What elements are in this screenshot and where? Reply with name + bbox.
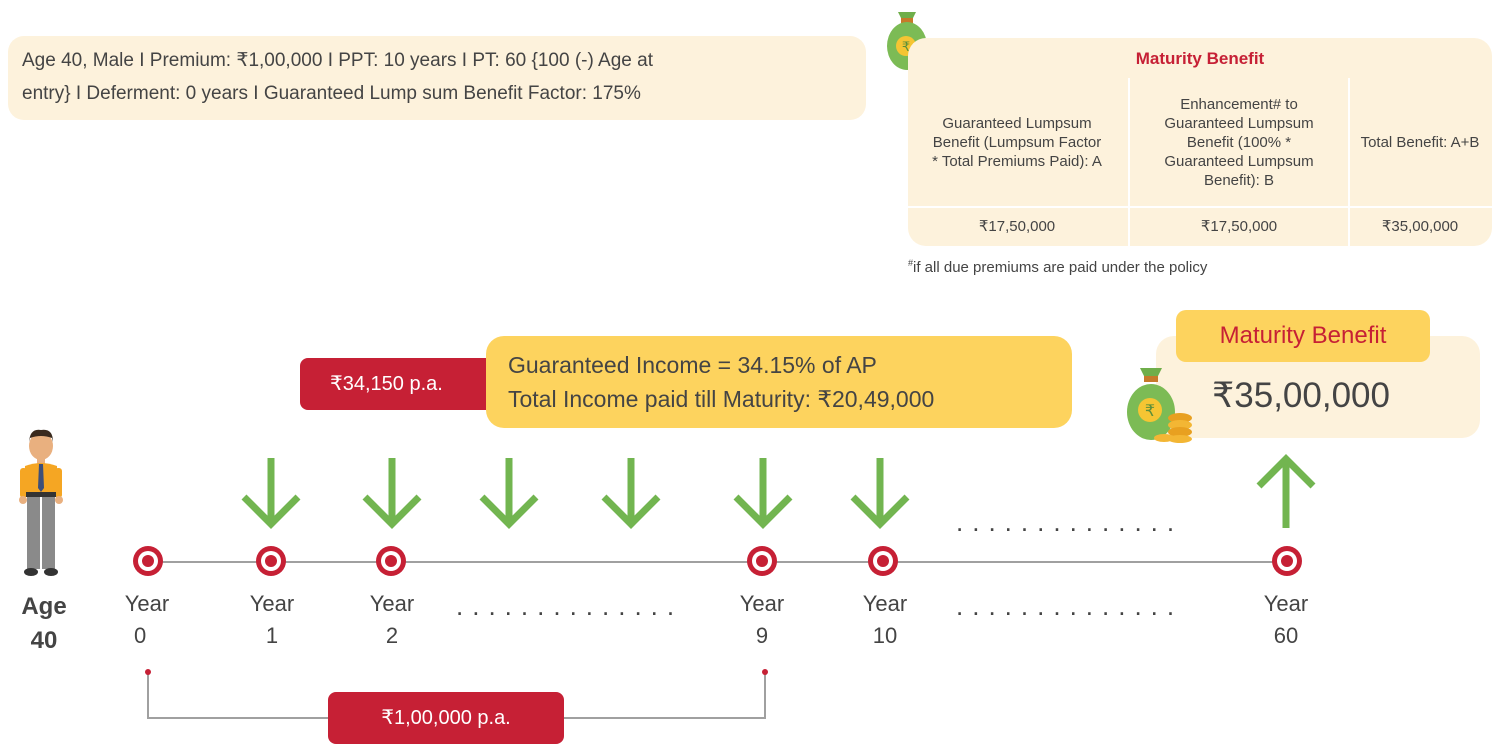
timeline-marker-icon xyxy=(868,546,898,576)
year-label: Year 2 xyxy=(352,588,432,652)
table-title: Maturity Benefit xyxy=(1135,49,1265,68)
year-word: Year xyxy=(1263,591,1309,616)
svg-text:₹: ₹ xyxy=(1145,401,1155,420)
table-column-a: Guaranteed Lumpsum Benefit (Lumpsum Fact… xyxy=(908,78,1126,246)
policy-details-box: Age 40, Male I Premium: ₹1,00,000 I PPT:… xyxy=(8,36,866,120)
policy-details-line-1: Age 40, Male I Premium: ₹1,00,000 I PPT:… xyxy=(22,50,653,71)
down-arrow-icon xyxy=(241,458,301,529)
timeline-marker-icon xyxy=(256,546,286,576)
table-divider xyxy=(908,206,1492,208)
timeline-marker-icon xyxy=(133,546,163,576)
year-label: Year 9 xyxy=(722,588,802,652)
year-word: Year xyxy=(862,591,908,616)
down-arrow-icon xyxy=(362,458,422,529)
footnote-text: if all due premiums are paid under the p… xyxy=(913,259,1208,276)
timeline-marker-icon xyxy=(1272,546,1302,576)
column-value: ₹17,50,000 xyxy=(978,218,1056,235)
table-footnote: #if all due premiums are paid under the … xyxy=(908,258,1207,276)
down-arrow-icon xyxy=(850,458,910,529)
year-word: Year xyxy=(739,591,785,616)
down-arrow-icon xyxy=(601,458,661,529)
income-box: Guaranteed Income = 34.15% of AP Total I… xyxy=(486,336,1072,428)
down-arrow-icon xyxy=(479,458,539,529)
person-icon xyxy=(19,429,63,576)
maturity-benefit-table: Maturity Benefit Guaranteed Lumpsum Bene… xyxy=(908,38,1492,246)
year-number: 10 xyxy=(872,623,898,648)
maturity-amount: ₹35,00,000 xyxy=(1212,376,1390,415)
svg-text:₹: ₹ xyxy=(902,40,910,55)
year-label: Year 10 xyxy=(845,588,925,652)
age-label: Age 40 xyxy=(4,590,84,658)
maturity-label: Maturity Benefit xyxy=(1176,310,1430,362)
premium-bracket xyxy=(145,669,768,719)
table-column-total: Total Benefit: A+B ₹35,00,000 xyxy=(1348,78,1492,246)
timeline-marker-icon xyxy=(376,546,406,576)
column-header: Guaranteed Lumpsum Benefit (Lumpsum Fact… xyxy=(932,114,1102,170)
table-column-b: Enhancement# to Guaranteed Lumpsum Benef… xyxy=(1128,78,1350,246)
premium-amount-pill: ₹1,00,000 p.a. xyxy=(328,692,564,744)
money-bag-icon: ₹ xyxy=(1127,368,1192,443)
age-word: Age xyxy=(21,593,67,620)
column-value: ₹17,50,000 xyxy=(1200,218,1278,235)
year-label: Year 60 xyxy=(1246,588,1326,652)
column-value: ₹35,00,000 xyxy=(1381,218,1459,235)
year-label: Year 0 xyxy=(107,588,187,652)
year-number: 1 xyxy=(265,623,279,648)
income-amount-pill: ₹34,150 p.a. xyxy=(300,358,496,410)
up-arrow-icon xyxy=(1256,454,1316,528)
age-value: 40 xyxy=(30,627,58,654)
income-line-2: Total Income paid till Maturity: ₹20,49,… xyxy=(508,386,935,412)
year-number: 9 xyxy=(755,623,769,648)
year-number: 0 xyxy=(134,623,147,648)
year-word: Year xyxy=(249,591,295,616)
income-line-1: Guaranteed Income = 34.15% of AP xyxy=(508,352,877,378)
year-number: 2 xyxy=(385,623,399,648)
year-label: Year 1 xyxy=(232,588,312,652)
timeline-ellipsis: .............. xyxy=(456,591,684,621)
column-header: Total Benefit: A+B xyxy=(1360,133,1480,151)
timeline-ellipsis: .............. xyxy=(956,507,1184,537)
down-arrow-icon xyxy=(733,458,793,529)
footnote-mark: # xyxy=(908,258,914,268)
timeline-ellipsis: .............. xyxy=(956,591,1184,621)
timeline-marker-icon xyxy=(747,546,777,576)
policy-details-line-2: entry} I Deferment: 0 years I Guaranteed… xyxy=(22,83,641,104)
year-word: Year xyxy=(369,591,415,616)
year-number: 60 xyxy=(1273,623,1299,648)
column-header: Enhancement# to Guaranteed Lumpsum Benef… xyxy=(1164,95,1314,189)
year-word: Year xyxy=(124,591,170,616)
